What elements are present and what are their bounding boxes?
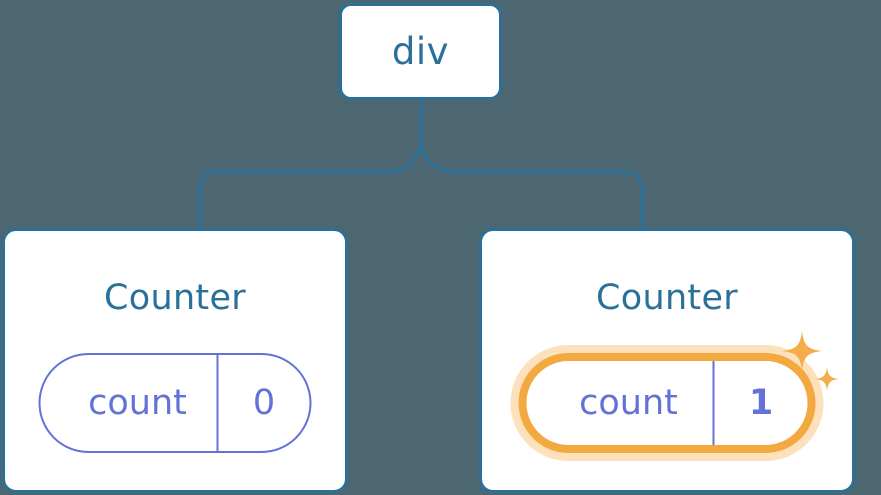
prop-pill-key: count bbox=[88, 382, 187, 423]
sparkle-small-icon bbox=[815, 367, 839, 391]
tree-node-root[interactable]: div bbox=[339, 3, 502, 100]
prop-pill-highlighted[interactable]: count 1 bbox=[518, 353, 816, 453]
tree-node-counter-right[interactable]: Counter count 1 bbox=[479, 228, 855, 493]
tree-node-root-label: div bbox=[391, 30, 450, 73]
card-title: Counter bbox=[596, 278, 738, 318]
tree-node-counter-left[interactable]: Counter count 0 bbox=[2, 228, 348, 493]
prop-pill-key: count bbox=[579, 382, 678, 423]
prop-pill-value: 0 bbox=[216, 355, 310, 451]
prop-pill-value: 1 bbox=[712, 361, 808, 445]
prop-pill-wrapper: count 1 bbox=[518, 353, 816, 453]
card-title: Counter bbox=[104, 278, 246, 318]
prop-pill-wrapper: count 0 bbox=[38, 353, 312, 453]
prop-pill[interactable]: count 0 bbox=[38, 353, 312, 453]
